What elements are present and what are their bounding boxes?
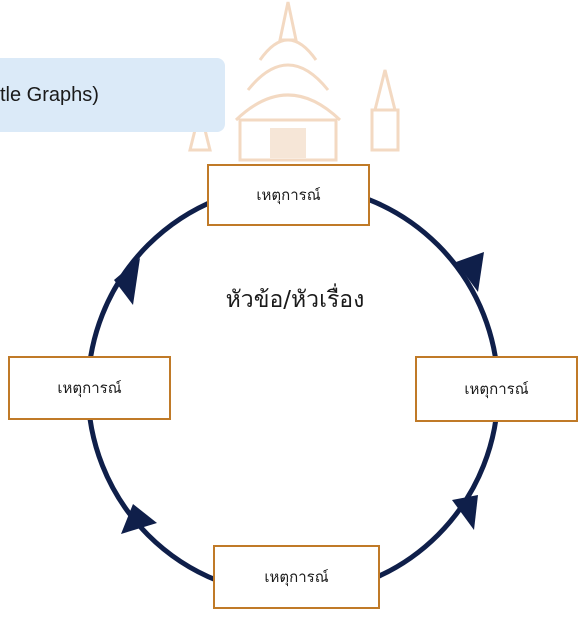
event-label-left: เหตุการณ์ — [57, 379, 122, 397]
event-box-bottom: เหตุการณ์ — [213, 545, 380, 609]
event-label-bottom: เหตุการณ์ — [264, 568, 329, 586]
title-banner: tle Graphs) — [0, 58, 225, 132]
event-box-right: เหตุการณ์ — [415, 356, 578, 422]
event-box-left: เหตุการณ์ — [8, 356, 171, 420]
cycle-arrow-bottom-right — [452, 495, 478, 530]
cycle-arrow-bottom-left — [121, 504, 157, 534]
title-text: tle Graphs) — [0, 83, 99, 106]
event-box-top: เหตุการณ์ — [207, 164, 370, 226]
cycle-arrow-top-right — [456, 252, 484, 292]
event-label-right: เหตุการณ์ — [464, 380, 529, 398]
event-label-top: เหตุการณ์ — [256, 186, 321, 204]
topic-label: หัวข้อ/หัวเรื่อง — [225, 287, 365, 313]
cycle-arrow-top-left — [114, 258, 140, 305]
